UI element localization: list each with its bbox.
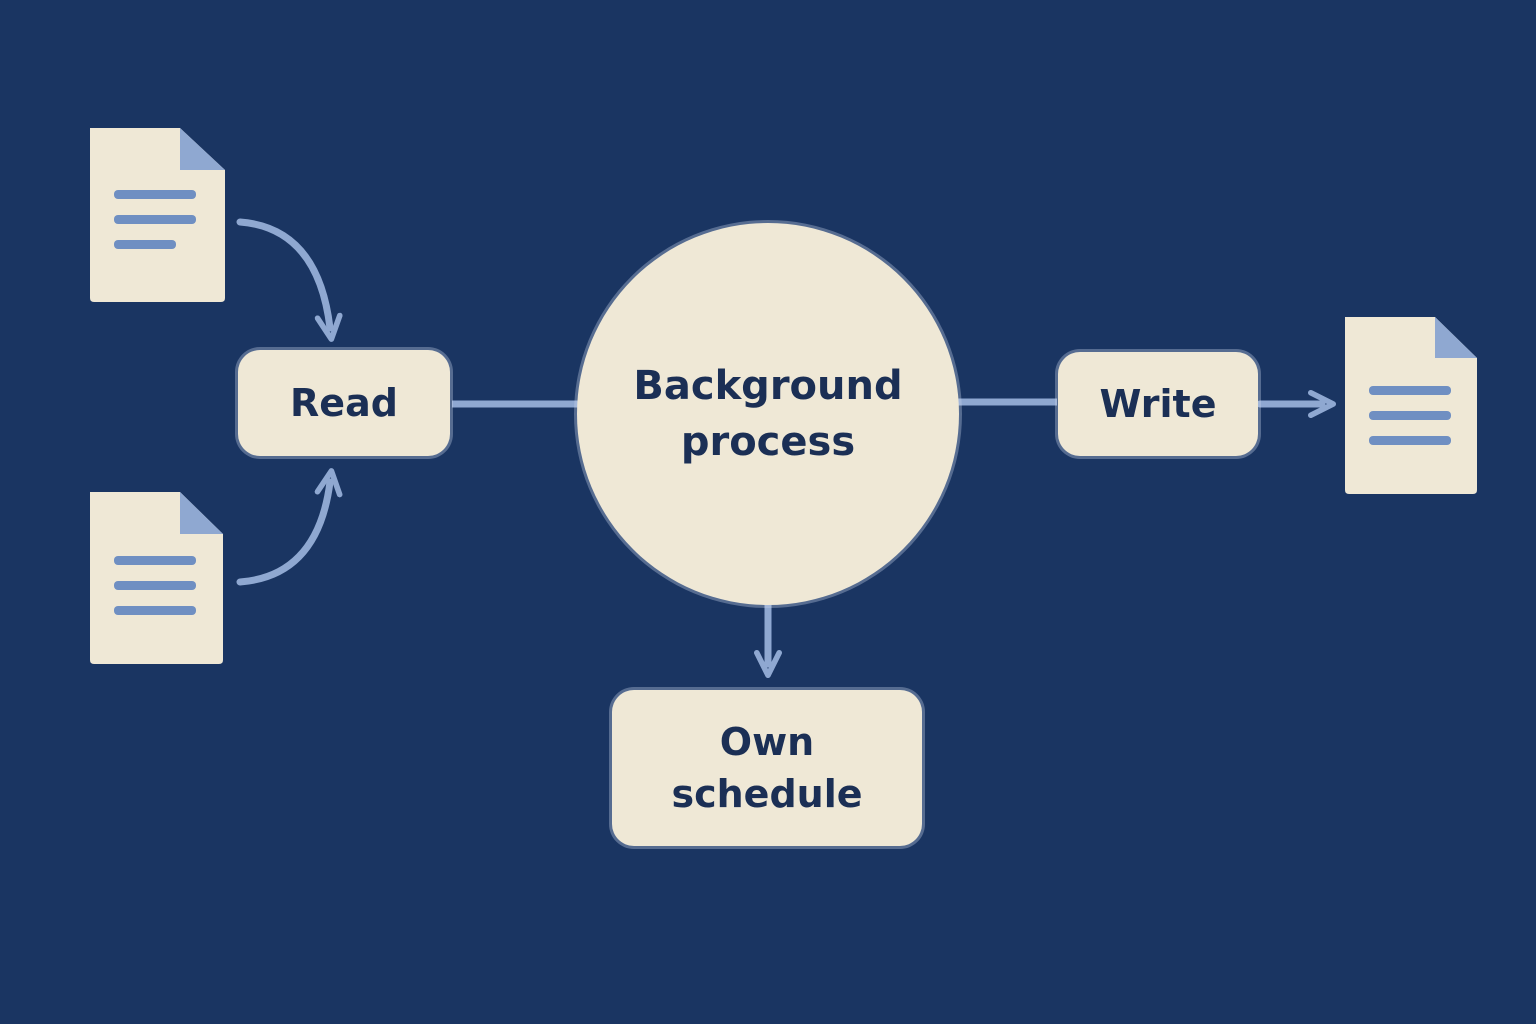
write-label: Write (1099, 382, 1217, 426)
own-schedule-label-line2: schedule (671, 772, 863, 816)
input-document-2-icon (90, 492, 223, 664)
arrow-doc2-to-read (236, 468, 343, 586)
read-label: Read (290, 381, 398, 425)
arrow-doc1-to-read (236, 218, 343, 342)
write-node: Write (1058, 352, 1258, 456)
read-node: Read (238, 350, 450, 456)
own-schedule-label-line1: Own (719, 720, 815, 764)
own-schedule-node: Own schedule (612, 690, 922, 846)
process-label-line1: Background (633, 363, 903, 409)
output-document-icon (1345, 317, 1477, 494)
process-label-line2: process (680, 419, 856, 465)
background-process-node: Background process (577, 223, 959, 605)
input-document-1-icon (90, 128, 225, 302)
